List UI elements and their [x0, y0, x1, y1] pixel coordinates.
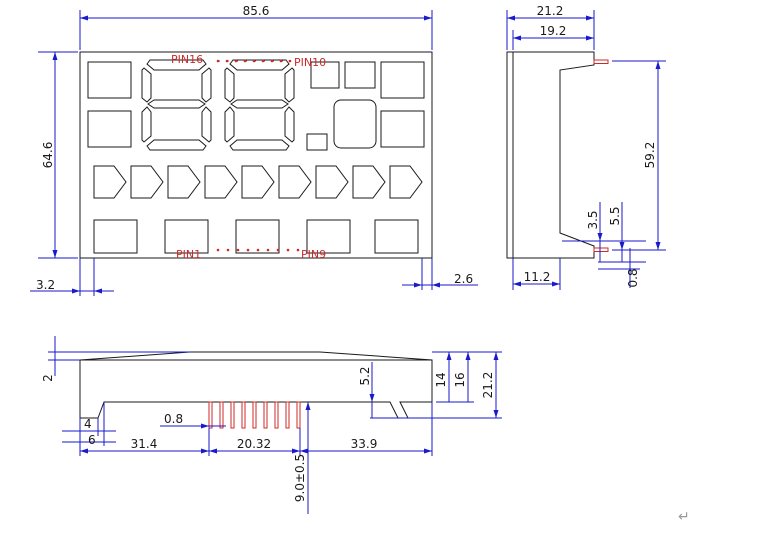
- seven-segment-digit: [224, 59, 295, 151]
- dimension-pin-pitch: [612, 60, 666, 251]
- side-view: 21.2 19.2 59.2 3.5: [506, 4, 666, 290]
- dimension-side-body: [512, 30, 594, 50]
- pin-label-bottom-right: PIN9: [301, 248, 326, 261]
- dimension-height: [38, 51, 78, 259]
- side-pin-top: [593, 59, 609, 64]
- dim-label-to-pins: 31.4: [131, 437, 158, 451]
- front-outline: [79, 51, 433, 259]
- dimension-right-margin: [402, 258, 478, 290]
- pin-label-top-right: PIN10: [294, 56, 326, 69]
- segment-e: [141, 106, 152, 143]
- pin-markers-top: [216, 59, 292, 63]
- dimension-step-edge: [62, 402, 116, 456]
- dimension-bottom-row: [80, 402, 433, 456]
- dim-label-pin-offset-a: 3.5: [586, 210, 600, 229]
- dim-label-left-margin: 3.2: [36, 278, 55, 292]
- dim-label-edge: 6: [88, 433, 96, 447]
- dimension-pin-offsets: [562, 202, 646, 288]
- dim-label-h16: 16: [453, 372, 467, 387]
- dim-label-h14: 14: [434, 372, 448, 387]
- return-mark: ↵: [678, 509, 690, 525]
- arrow-segments: [93, 165, 423, 199]
- dimension-side-base: [512, 258, 561, 290]
- seven-segment-digit: [141, 59, 212, 151]
- bottom-view: 2 4 6 31.4 20.32 33.9: [41, 336, 502, 514]
- segment-b: [284, 67, 295, 103]
- dim-label-pin-offset-b: 5.5: [608, 206, 622, 225]
- segment-a: [229, 59, 290, 71]
- front-view: PIN16 PIN10 PIN1 PIN9 85.6: [30, 4, 478, 296]
- arrow-segment: [167, 165, 201, 199]
- dim-label-lead-length: 9.0±0.5: [293, 454, 307, 502]
- dim-label-side-depth: 21.2: [537, 4, 564, 18]
- side-front-glass: [506, 51, 514, 259]
- dimension-lead-length: [305, 402, 311, 514]
- segment-box: [310, 61, 340, 89]
- segment-box: [87, 61, 132, 99]
- arrow-segment: [389, 165, 423, 199]
- dim-label-pin-pitch: 59.2: [643, 142, 657, 169]
- pin-markers-bottom: [216, 248, 300, 252]
- segment-box: [344, 61, 376, 89]
- dim-label-pin-height: 5.2: [358, 366, 372, 385]
- segment-box: [87, 110, 132, 148]
- arrow-segment: [130, 165, 164, 199]
- dimension-lip: [48, 336, 190, 376]
- segment-c: [284, 106, 295, 143]
- segment-box: [380, 110, 425, 148]
- dim-label-width: 85.6: [243, 4, 270, 18]
- segment-f: [224, 67, 235, 103]
- arrow-segment: [204, 165, 238, 199]
- dimension-right-heights: [369, 351, 502, 419]
- dim-label-pin-width: 0.8: [164, 412, 183, 426]
- dim-label-lip: 2: [41, 374, 55, 382]
- dim-label-height: 64.6: [41, 142, 55, 169]
- arrow-segment: [241, 165, 275, 199]
- segment-box: [93, 219, 138, 254]
- segment-box: [306, 219, 351, 254]
- dim-label-h21: 21.2: [481, 372, 495, 399]
- side-body-outline: [513, 51, 595, 259]
- dimension-side-depth: [506, 10, 595, 50]
- dimension-pin-width: [160, 423, 226, 429]
- segment-g: [230, 99, 289, 109]
- dim-label-side-base: 11.2: [524, 270, 551, 284]
- dim-label-side-body: 19.2: [540, 24, 567, 38]
- rounded-segment: [333, 99, 377, 149]
- pin-label-top-left: PIN16: [171, 53, 203, 66]
- segment-b: [201, 67, 212, 103]
- dim-label-pin-span: 20.32: [237, 437, 271, 451]
- dim-label-to-right: 33.9: [351, 437, 378, 451]
- segment-d: [146, 139, 207, 151]
- arrow-segment: [278, 165, 312, 199]
- dim-label-lead-width: 0.8: [626, 268, 640, 287]
- arrow-segment: [93, 165, 127, 199]
- dimension-left-margin: [30, 258, 114, 296]
- dim-label-right-margin: 2.6: [454, 272, 473, 286]
- dim-label-step: 4: [84, 417, 92, 431]
- segment-box: [164, 219, 209, 254]
- segment-g: [147, 99, 206, 109]
- pin-label-bottom-left: PIN1: [176, 248, 201, 261]
- dot-segment: [306, 133, 328, 151]
- segment-f: [141, 67, 152, 103]
- segment-d: [229, 139, 290, 151]
- arrow-segment: [352, 165, 386, 199]
- arrow-segment: [315, 165, 349, 199]
- segment-box: [380, 61, 425, 99]
- segment-c: [201, 106, 212, 143]
- segment-e: [224, 106, 235, 143]
- segment-a: [146, 59, 207, 71]
- side-pin-bottom: [593, 247, 609, 252]
- segment-box: [235, 219, 280, 254]
- pin-leads: [208, 401, 301, 429]
- segment-box: [374, 219, 419, 254]
- dimension-width: [79, 10, 433, 50]
